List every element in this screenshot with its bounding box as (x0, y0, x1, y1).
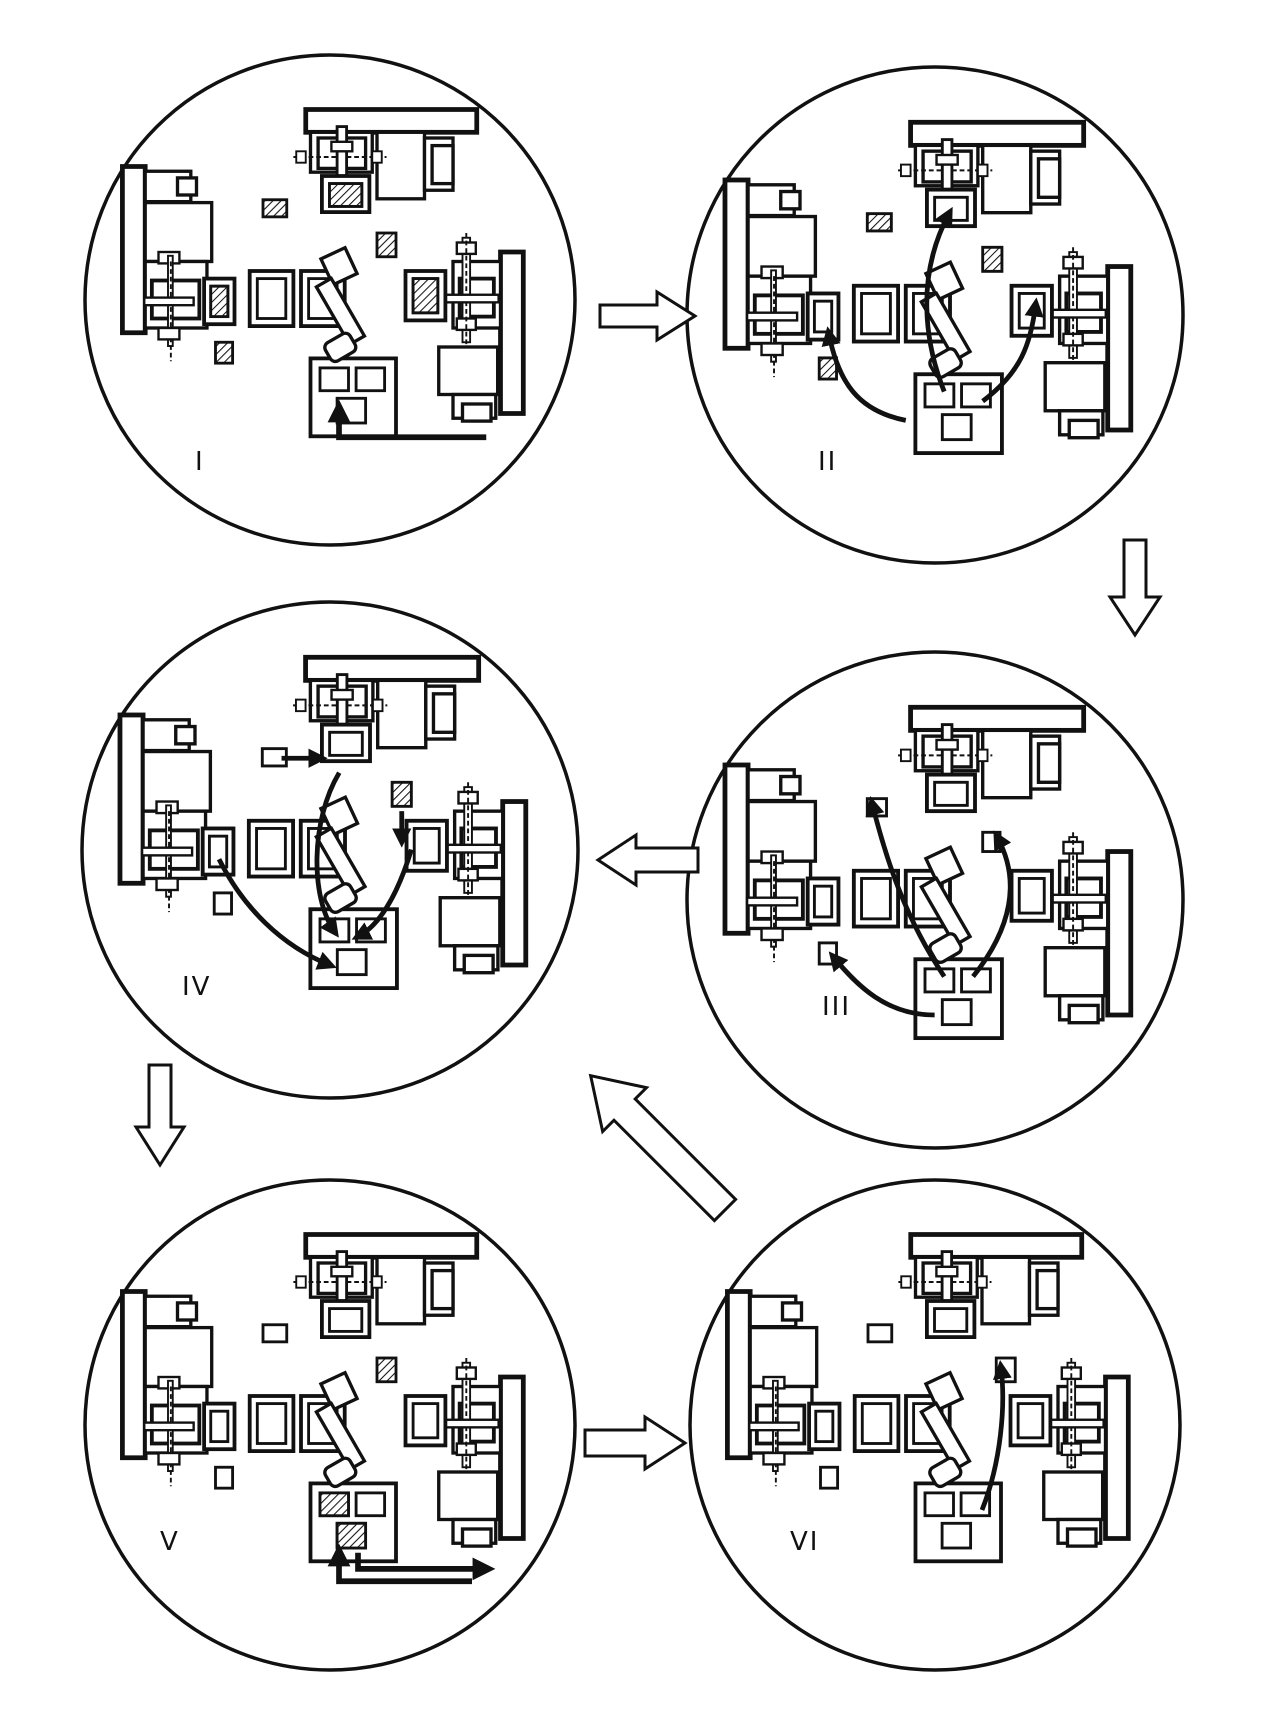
manufacturing-cell (725, 122, 1131, 453)
workpiece-icon (390, 780, 413, 808)
transition-arrow-ii-iii (1107, 538, 1163, 638)
workpiece-icon (335, 1521, 368, 1550)
transition-arrow-v-vi (583, 1414, 688, 1472)
pallet-in-arrow (327, 1543, 473, 1585)
workpiece-icon (817, 356, 838, 381)
empty-slot (866, 1323, 894, 1344)
transfer-path-arrow (828, 951, 935, 1018)
empty-slot (261, 1323, 289, 1344)
transfer-path-arrow (971, 830, 1013, 979)
stage-i: I (83, 53, 577, 547)
workpiece-icon (214, 340, 235, 365)
workpiece-icon (328, 182, 364, 208)
transfer-path-arrow (216, 858, 337, 970)
stage-v: V (83, 1178, 577, 1672)
stage-label: III (822, 992, 851, 1022)
stage-vi: VI (688, 1178, 1182, 1672)
stage-label: VI (790, 1527, 819, 1557)
stage-label: V (160, 1527, 180, 1557)
empty-slot (214, 1465, 235, 1490)
pallet-in-arrow (327, 399, 487, 441)
workpiece-icon (375, 1356, 398, 1384)
transition-arrow-vi-iv (588, 1073, 738, 1223)
stage-label: II (818, 447, 837, 477)
transfer-path-arrow (351, 848, 414, 940)
transition-arrow-iv-v (133, 1063, 187, 1168)
stage-iv: IV (80, 600, 580, 1100)
manufacturing-cell (725, 707, 1131, 1038)
stage-iii: III (685, 650, 1185, 1150)
transition-arrow-iii-iv (595, 832, 700, 888)
workpiece-icon (209, 284, 230, 319)
workpiece-icon (375, 231, 398, 259)
transfer-path-arrow (981, 297, 1044, 404)
empty-slot (819, 1465, 840, 1490)
workpiece-icon (865, 212, 893, 233)
stage-label: I (195, 447, 205, 477)
transfer-path-arrow (314, 771, 342, 938)
manufacturing-cell (122, 1235, 523, 1585)
transfer-path-arrow (979, 1359, 1012, 1511)
transfer-path-arrow (924, 206, 953, 393)
workpiece-icon (411, 277, 440, 315)
stage-label: IV (182, 972, 211, 1002)
workpiece-icon (981, 245, 1004, 273)
transfer-path-arrow (821, 326, 907, 423)
empty-slot (212, 891, 233, 916)
workpiece-icon (261, 198, 289, 219)
workpiece-icon (318, 1491, 350, 1518)
transition-arrow-i-ii (598, 289, 698, 343)
manufacturing-cell (120, 657, 526, 988)
manufacturing-cell (727, 1235, 1128, 1562)
stage-ii: II (685, 65, 1185, 565)
pallet-out-arrow (355, 1552, 496, 1581)
transfer-path-arrow (865, 795, 947, 978)
manufacturing-cell (122, 109, 523, 441)
